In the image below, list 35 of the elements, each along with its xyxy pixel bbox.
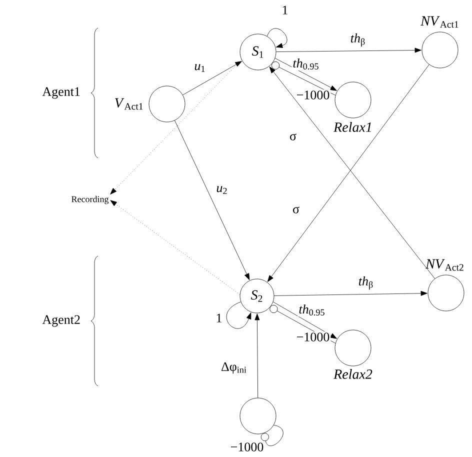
edge-label: σ xyxy=(288,132,298,142)
node-label: Relax1 xyxy=(333,122,371,132)
dotted-arrow xyxy=(110,59,242,194)
edge-label: σ xyxy=(292,206,300,214)
edge-label: 1 xyxy=(214,312,224,324)
node-label: NV$_{Act1}$ xyxy=(420,16,458,28)
edge-label: th$_{0.95}$ xyxy=(298,303,326,317)
edge-label: th$_{0.95}$ xyxy=(292,57,320,71)
arrow xyxy=(274,290,428,296)
edge-label: 1 xyxy=(280,4,290,16)
arrow xyxy=(276,48,422,53)
loop-arrow xyxy=(226,302,252,329)
loop-arrow xyxy=(266,28,288,48)
edge-label: −1000 xyxy=(295,90,331,100)
inhibitory-connection xyxy=(260,424,284,446)
dotted-arrow xyxy=(110,200,240,295)
arrow xyxy=(182,61,242,96)
node-label: Relax2 xyxy=(333,369,372,379)
node-label: NV$_{Act2}$ xyxy=(426,259,464,271)
edge-label: Δφ$_{ini}$ xyxy=(220,361,248,375)
edge-label: −1000 xyxy=(295,332,331,342)
edge-label: −1000 xyxy=(229,442,265,452)
edge-label: u$_{1}$ xyxy=(193,63,207,73)
group-label: Agent1 xyxy=(42,87,80,99)
arrow xyxy=(254,314,260,398)
node-text: Recording xyxy=(72,196,109,204)
group-label: Agent2 xyxy=(42,315,80,327)
arrow xyxy=(274,58,337,91)
edge-label: th$_{β}$ xyxy=(349,32,367,48)
edge-label: u$_{2}$ xyxy=(215,185,229,195)
edge-label: th$_{β}$ xyxy=(357,275,375,291)
node-label: V$_{Act1}$ xyxy=(115,98,143,110)
neuron-circle xyxy=(240,398,276,434)
inhibitory-connection xyxy=(272,61,336,96)
arrow xyxy=(174,120,250,280)
